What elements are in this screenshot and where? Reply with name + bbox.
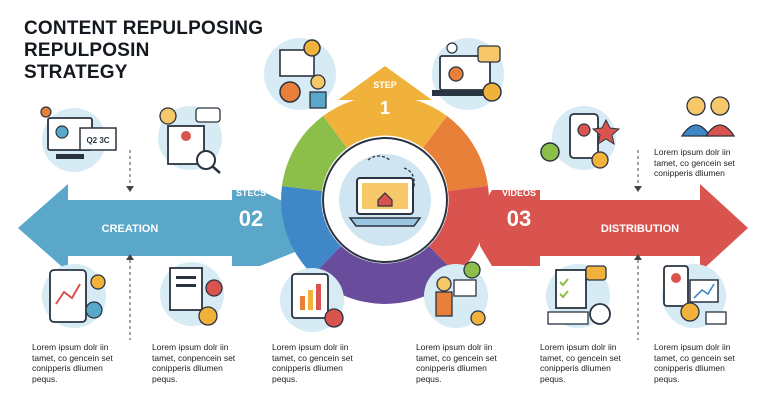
step-2-number: 02 (239, 206, 263, 231)
caption-bottom-6: Lorem ipsum dolr iin tamet, co gencein s… (654, 342, 735, 384)
caption-bottom-2: Lorem ipsum dolr iin tamet, conpencein s… (152, 342, 236, 384)
tablet-presentation-icon (280, 268, 344, 332)
creation-arrow: CREATION STECS 02 (18, 184, 300, 272)
ring-segment-purple (313, 246, 457, 304)
mobile-chart-icon (42, 264, 106, 328)
presenter-gears-icon (424, 261, 488, 328)
document-search-icon (158, 106, 222, 174)
laptop-gears-icon (432, 38, 504, 110)
caption-bottom-3: Lorem ipsum dolr iin tamet, co gencein s… (272, 342, 353, 384)
team-gears-icon (264, 38, 336, 110)
awards-phone-icon (540, 106, 621, 170)
creation-label: CREATION (102, 223, 159, 235)
caption-bottom-4: Lorem ipsum dolr iin tamet, co gencein s… (416, 342, 497, 384)
step-1-label: STEP (373, 80, 397, 90)
page-title: CONTENT REPULPOSING REPULPOSIN STRATEGY (24, 18, 294, 84)
documents-profile-icon (160, 262, 224, 326)
caption-top-right: Lorem ipsum dolr iin tamet, co gencein s… (654, 147, 735, 178)
checklist-laptop-icon (546, 264, 611, 328)
title-line-2: REPULPOSIN (24, 40, 150, 61)
step-2-label: STECS (236, 188, 266, 198)
phone-charts-icon (662, 264, 727, 328)
step-1-arrow: STEP 1 (338, 66, 432, 126)
icon-badge-text: Q2 3C (86, 136, 109, 145)
analytics-monitor-icon: Q2 3C (40, 106, 117, 172)
title-line-1: CONTENT REPULPOSING (24, 18, 264, 39)
distribution-arrow: DISTRIBUTION VIDEOS 03 (480, 184, 748, 272)
ring-segment-orange (423, 116, 488, 191)
step-1-number: 1 (380, 98, 390, 118)
laptop-home-icon (348, 155, 422, 227)
distribution-label: DISTRIBUTION (601, 223, 679, 235)
step-3-number: 03 (507, 206, 531, 231)
title-line-3: STRATEGY (24, 62, 128, 83)
ring-segment-green (282, 116, 347, 191)
caption-bottom-5: Lorem ipsum dolr iin tamet, co gencein s… (540, 342, 621, 384)
ring-segment-red (429, 186, 489, 275)
caption-bottom-1: Lorem ipsum dolr iin tamet, co gencein s… (32, 342, 113, 384)
step-3-label: VIDEOS (502, 188, 536, 198)
ring-segment-blue (281, 186, 341, 275)
business-people-icon (680, 96, 736, 137)
guide-arrows (129, 150, 639, 340)
